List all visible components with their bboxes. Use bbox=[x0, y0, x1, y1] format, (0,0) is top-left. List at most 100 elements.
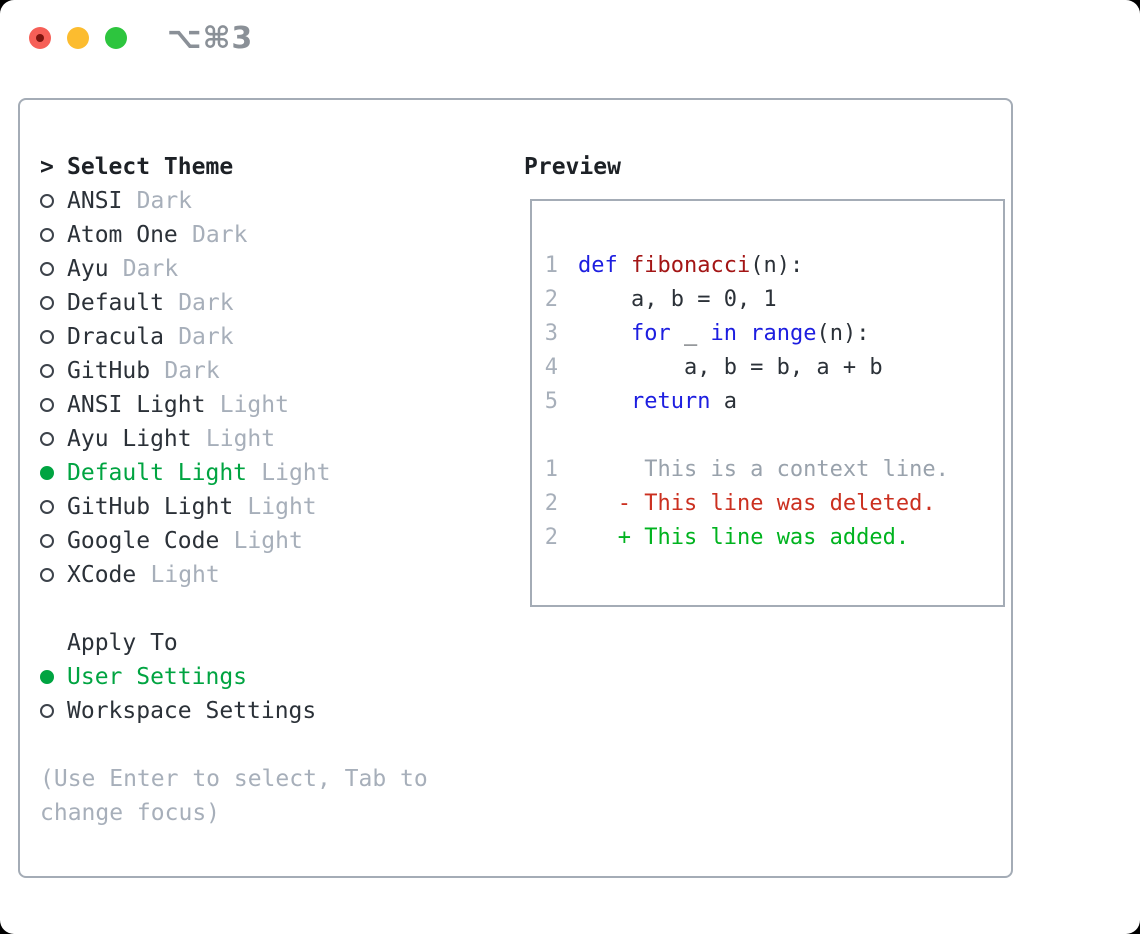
theme-variant-tag: Light bbox=[261, 460, 331, 486]
code-segment: fibonacci bbox=[631, 253, 751, 278]
code-segment: (n): bbox=[750, 253, 804, 278]
code-line: 2 a, b = 0, 1 bbox=[544, 283, 1003, 317]
theme-item[interactable]: ANSI Dark bbox=[40, 184, 522, 218]
apply-item[interactable]: User Settings bbox=[40, 660, 522, 694]
code-segment: (n): bbox=[816, 321, 870, 346]
radio-icon bbox=[40, 704, 54, 718]
theme-variant-tag: Light bbox=[205, 426, 276, 452]
theme-item-label: XCode bbox=[67, 562, 137, 588]
theme-variant-tag: Dark bbox=[178, 290, 234, 316]
theme-item-label: GitHub bbox=[67, 358, 151, 384]
theme-item[interactable]: Ayu Dark bbox=[40, 252, 522, 286]
theme-item[interactable]: Default Dark bbox=[40, 286, 522, 320]
minimize-button[interactable] bbox=[67, 27, 89, 49]
code-segment: + This line was added. bbox=[617, 525, 910, 550]
theme-variant-tag: Light bbox=[150, 562, 220, 588]
code-segment: a, b = b, a + b bbox=[578, 355, 883, 380]
theme-item-label: Default bbox=[67, 290, 164, 316]
radio-icon bbox=[40, 500, 54, 514]
theme-item[interactable]: Atom One Dark bbox=[40, 218, 522, 252]
window-title: ⌥⌘3 bbox=[167, 21, 254, 56]
diff-line: 2 + This line was added. bbox=[544, 521, 1003, 555]
code-segment: for bbox=[630, 321, 671, 346]
code-segment bbox=[578, 491, 618, 516]
line-number: 2 bbox=[544, 287, 558, 312]
selection-prompt: > bbox=[40, 154, 54, 180]
code-segment: _ bbox=[670, 321, 711, 346]
theme-variant-tag: Light bbox=[247, 494, 317, 520]
line-number: 3 bbox=[544, 321, 558, 346]
theme-item-label: Dracula bbox=[67, 324, 164, 350]
spacer bbox=[544, 419, 1003, 453]
theme-item[interactable]: ANSI Light Light bbox=[40, 388, 522, 422]
zoom-button[interactable] bbox=[105, 27, 127, 49]
preview-label: Preview bbox=[524, 154, 621, 180]
theme-variant-tag: Dark bbox=[122, 256, 179, 282]
code-segment: in bbox=[710, 321, 737, 346]
code-segment: range bbox=[750, 321, 817, 346]
theme-variant-tag: Dark bbox=[192, 222, 248, 248]
radio-selected-icon bbox=[40, 466, 54, 480]
line-number: 2 bbox=[544, 491, 558, 516]
select-theme-label: Select Theme bbox=[67, 154, 234, 180]
code-segment: def bbox=[578, 253, 618, 278]
theme-item[interactable]: Default Light Light bbox=[40, 456, 522, 490]
radio-icon bbox=[40, 296, 54, 310]
theme-variant-tag: Dark bbox=[178, 324, 234, 350]
apply-item-label: Workspace Settings bbox=[67, 698, 317, 724]
code-line: 5 return a bbox=[544, 385, 1003, 419]
code-segment: This is a context line. bbox=[578, 457, 949, 482]
radio-icon bbox=[40, 262, 54, 276]
code-line: 4 a, b = b, a + b bbox=[544, 351, 1003, 385]
theme-item-label: Default Light bbox=[67, 460, 248, 486]
select-theme-header: > Select Theme bbox=[40, 150, 522, 184]
theme-item[interactable]: Ayu Light Light bbox=[40, 422, 522, 456]
theme-variant-tag: Dark bbox=[164, 358, 220, 384]
radio-icon bbox=[40, 398, 54, 412]
theme-item-label: ANSI bbox=[67, 188, 123, 214]
theme-variant-tag: Light bbox=[219, 392, 289, 418]
theme-item-label: Ayu bbox=[67, 256, 109, 282]
close-button[interactable] bbox=[29, 27, 51, 49]
code-line: 3 for _ in range(n): bbox=[544, 317, 1003, 351]
diff-line: 2 - This line was deleted. bbox=[544, 487, 1003, 521]
code-line: 1 def fibonacci(n): bbox=[544, 249, 1003, 283]
apply-to-label: Apply To bbox=[67, 630, 178, 656]
code-segment: a, b = 0, 1 bbox=[578, 287, 777, 312]
apply-to-header: Apply To bbox=[40, 626, 522, 660]
theme-item[interactable]: Dracula Dark bbox=[40, 320, 522, 354]
radio-selected-icon bbox=[40, 670, 54, 684]
line-number: 2 bbox=[544, 525, 558, 550]
radio-icon bbox=[40, 432, 54, 446]
theme-variant-tag: Dark bbox=[136, 188, 193, 214]
line-number: 1 bbox=[544, 253, 558, 278]
line-number: 5 bbox=[544, 389, 558, 414]
theme-item-label: Google Code bbox=[67, 528, 220, 554]
radio-icon bbox=[40, 330, 54, 344]
theme-item-label: Ayu Light bbox=[67, 426, 192, 452]
code-segment bbox=[737, 321, 750, 346]
theme-item-label: ANSI Light bbox=[67, 392, 206, 418]
radio-icon bbox=[40, 364, 54, 378]
apply-item[interactable]: Workspace Settings bbox=[40, 694, 522, 728]
theme-item-label: Atom One bbox=[67, 222, 178, 248]
radio-icon bbox=[40, 194, 54, 208]
line-number: 4 bbox=[544, 355, 558, 380]
diff-preview: 1 This is a context line.2 - This line w… bbox=[544, 453, 1003, 555]
theme-item[interactable]: GitHub Dark bbox=[40, 354, 522, 388]
code-segment bbox=[578, 525, 618, 550]
help-text: (Use Enter to select, Tab to change focu… bbox=[40, 766, 428, 826]
code-segment bbox=[578, 389, 631, 414]
radio-icon bbox=[40, 568, 54, 582]
theme-item[interactable]: XCode Light bbox=[40, 558, 522, 592]
